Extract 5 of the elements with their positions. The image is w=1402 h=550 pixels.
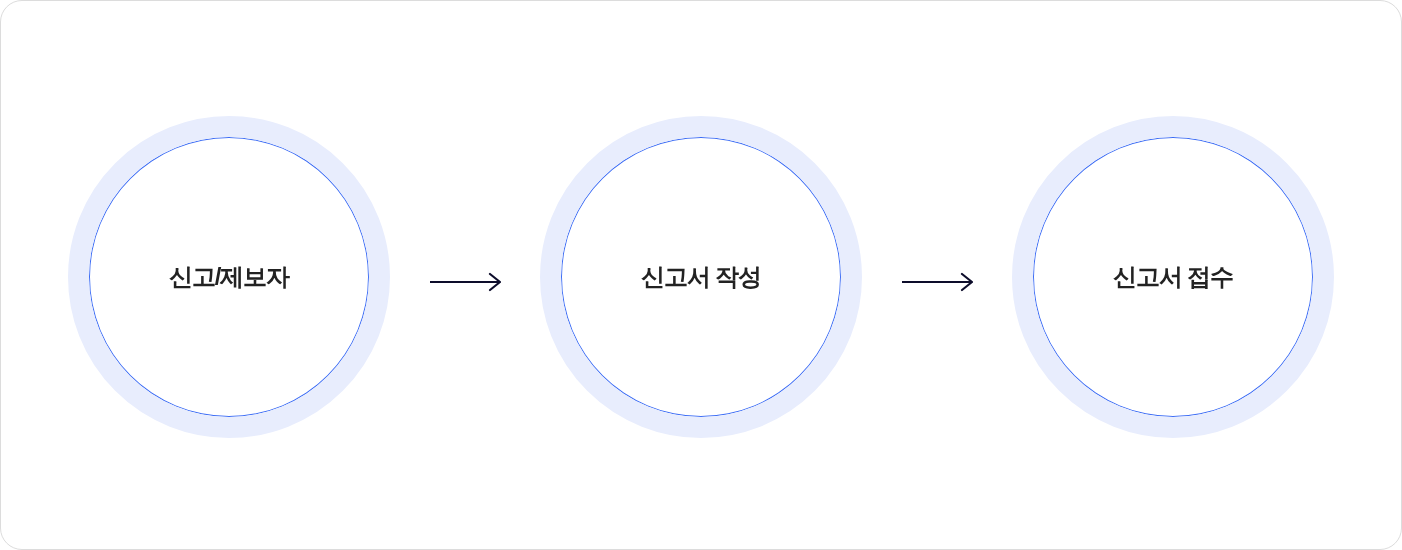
arrow bbox=[901, 272, 974, 292]
step-label: 신고/제보자 bbox=[168, 262, 290, 292]
step-label: 신고서 작성 bbox=[640, 262, 762, 292]
arrow bbox=[429, 272, 502, 292]
step-label: 신고서 접수 bbox=[1112, 262, 1234, 292]
